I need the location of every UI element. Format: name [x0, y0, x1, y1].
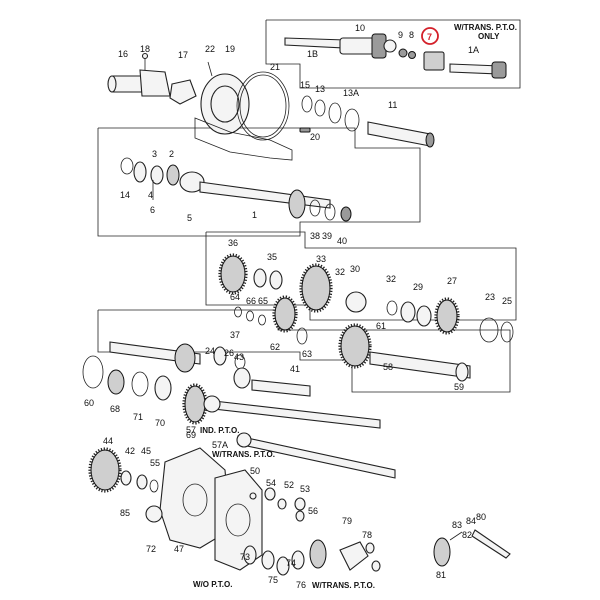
callout-63: 63 [302, 349, 312, 359]
callout-3: 3 [152, 149, 157, 159]
callout-44: 44 [103, 436, 113, 446]
callout-65: 65 [258, 296, 268, 306]
group-countershaft [218, 253, 514, 343]
group-rear-housing [88, 447, 511, 576]
callout-56: 56 [308, 506, 318, 516]
callout-70: 70 [155, 418, 165, 428]
callout-76: 76 [296, 580, 306, 590]
callout-26: 26 [224, 348, 234, 358]
callout-25: 25 [502, 296, 512, 306]
callout-32-a: 32 [335, 267, 345, 277]
note-ind-pto: IND. P.T.O. [200, 426, 239, 435]
callout-9: 9 [398, 30, 403, 40]
callout-20: 20 [310, 132, 320, 142]
callout-66: 66 [246, 296, 256, 306]
callout-82: 82 [462, 530, 472, 540]
callout-13: 13 [315, 84, 325, 94]
callout-38: 38 [310, 231, 320, 241]
callout-1A: 1A [468, 45, 479, 55]
callout-61: 61 [376, 321, 386, 331]
callout-33: 33 [316, 254, 326, 264]
callout-55: 55 [150, 458, 160, 468]
callout-45: 45 [141, 446, 151, 456]
callout-36: 36 [228, 238, 238, 248]
callout-2: 2 [169, 149, 174, 159]
callout-50: 50 [250, 466, 260, 476]
callout-10: 10 [355, 23, 365, 33]
note-trans-pto-bottom: W/TRANS. P.T.O. [312, 581, 375, 590]
callout-58: 58 [383, 362, 393, 372]
callout-83: 83 [452, 520, 462, 530]
note-trans-pto-top-2: ONLY [478, 32, 500, 41]
callout-29: 29 [413, 282, 423, 292]
callout-73: 73 [240, 552, 250, 562]
note-wo-pto: W/O P.T.O. [193, 580, 232, 589]
callout-24: 24 [205, 346, 215, 356]
callout-78: 78 [362, 530, 372, 540]
callout-85: 85 [120, 508, 130, 518]
callout-79: 79 [342, 516, 352, 526]
callout-57: 57 [186, 425, 196, 435]
callout-21: 21 [270, 62, 280, 72]
callout-41: 41 [290, 364, 300, 374]
callout-1: 1 [252, 210, 257, 220]
highlight-circle [421, 27, 439, 45]
callout-13A: 13A [343, 88, 359, 98]
callout-42: 42 [125, 446, 135, 456]
callout-59: 59 [454, 382, 464, 392]
callout-8: 8 [409, 30, 414, 40]
callout-60: 60 [84, 398, 94, 408]
callout-27: 27 [447, 276, 457, 286]
callout-81: 81 [436, 570, 446, 580]
callout-18: 18 [140, 44, 150, 54]
callout-35: 35 [267, 252, 277, 262]
group-input-shaft [120, 157, 352, 222]
callout-80: 80 [476, 512, 486, 522]
callout-74: 74 [286, 558, 296, 568]
callout-75: 75 [268, 575, 278, 585]
notes: W/TRANS. P.T.O. ONLY IND. P.T.O. W/TRANS… [193, 23, 517, 590]
callout-17: 17 [178, 50, 188, 60]
callout-37: 37 [230, 330, 240, 340]
callout-4: 4 [148, 190, 153, 200]
group-pto-shafts [203, 395, 396, 479]
callout-57A: 57A [212, 440, 228, 450]
callout-71: 71 [133, 412, 143, 422]
callout-64: 64 [230, 292, 240, 302]
callout-39: 39 [322, 231, 332, 241]
callout-23: 23 [485, 292, 495, 302]
note-trans-pto-top-1: W/TRANS. P.T.O. [454, 23, 517, 32]
callout-14: 14 [120, 190, 130, 200]
callout-32-b: 32 [386, 274, 396, 284]
callout-72: 72 [146, 544, 156, 554]
callout-30: 30 [350, 264, 360, 274]
callout-52: 52 [284, 480, 294, 490]
group-top-shafts [284, 33, 507, 79]
callout-22: 22 [205, 44, 215, 54]
callout-7: 7 [427, 32, 432, 42]
callout-16: 16 [118, 49, 128, 59]
callout-1B: 1B [307, 49, 318, 59]
callout-5: 5 [187, 213, 192, 223]
callout-47: 47 [174, 544, 184, 554]
callout-15: 15 [300, 80, 310, 90]
callout-68: 68 [110, 404, 120, 414]
note-trans-pto-mid: W/TRANS. P.T.O. [212, 450, 275, 459]
callouts: 1B 10 9 8 7 1A 16 18 17 22 19 21 15 13 1… [84, 23, 512, 590]
callout-53: 53 [300, 484, 310, 494]
callout-84: 84 [466, 516, 476, 526]
callout-54: 54 [266, 478, 276, 488]
callout-40: 40 [337, 236, 347, 246]
callout-6: 6 [150, 205, 155, 215]
callout-11: 11 [388, 100, 397, 110]
group-mainshaft [82, 323, 471, 425]
callout-43: 43 [234, 352, 244, 362]
callout-62: 62 [270, 342, 280, 352]
group-housing-top [107, 52, 435, 161]
callout-19: 19 [225, 44, 235, 54]
callout-69: 69 [186, 430, 196, 440]
